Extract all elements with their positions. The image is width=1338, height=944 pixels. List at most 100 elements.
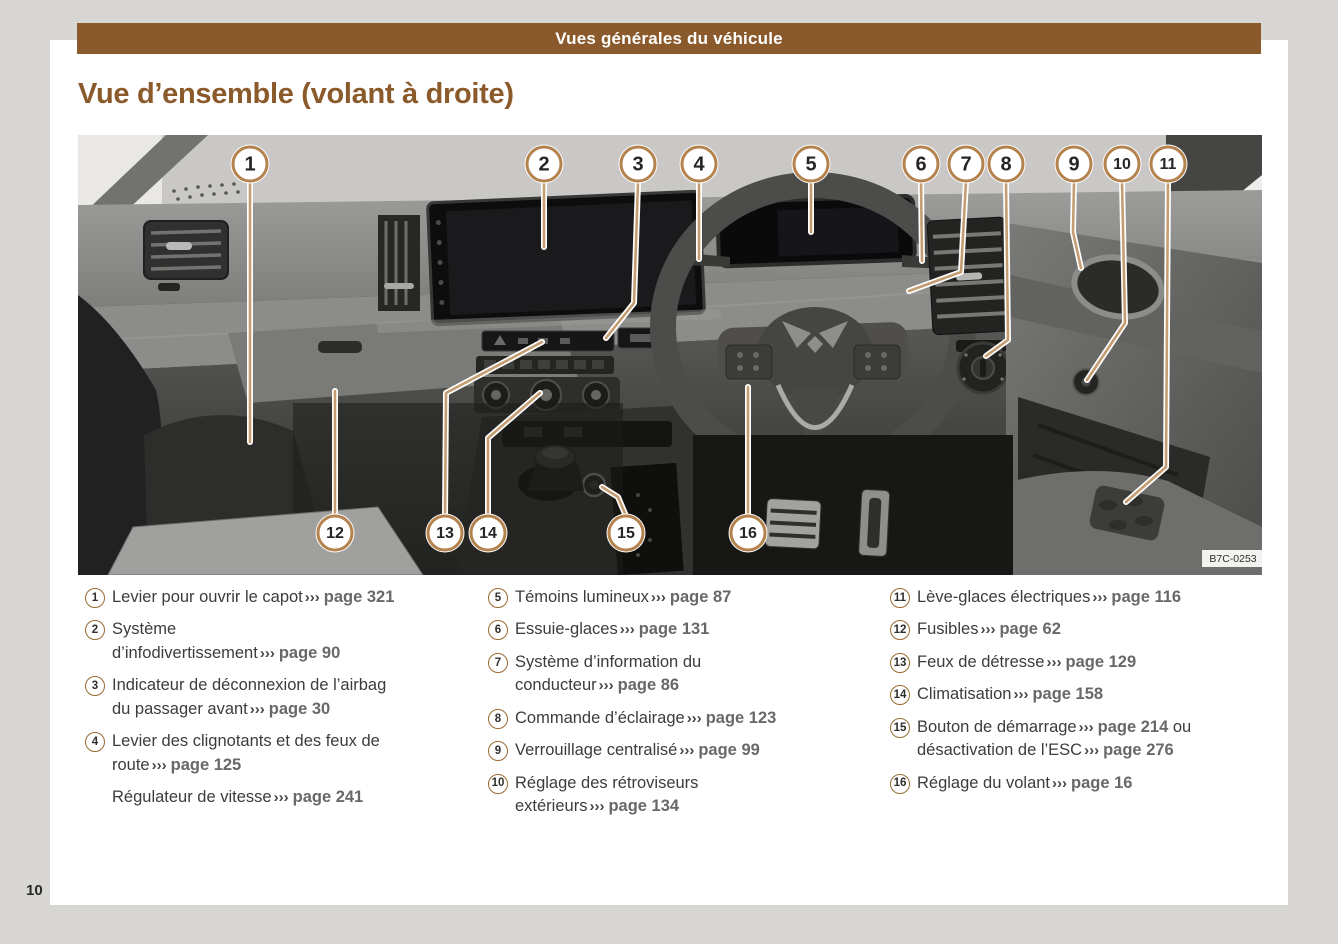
page-reference[interactable]: page 16 <box>1071 773 1133 792</box>
page-reference[interactable]: page 131 <box>638 620 710 639</box>
callout-number-badge: 5 <box>488 588 508 608</box>
leader-line-3 <box>604 181 640 340</box>
page-reference[interactable]: page 87 <box>669 588 732 606</box>
cross-reference-chevrons: ››› <box>1052 774 1068 792</box>
page-title: Vue d’ensemble (volant à droite) <box>78 78 514 110</box>
legend-item: 6 Essuie-glaces›››page 131 <box>488 618 790 641</box>
driver-air-vent <box>926 216 1012 336</box>
steering-wheel-buttons <box>725 344 901 380</box>
cross-reference-chevrons: ››› <box>619 621 635 639</box>
legend-label: Feux de détresse <box>917 652 1045 671</box>
instrument-cluster <box>715 193 917 269</box>
callout-number-8: 8 <box>1000 154 1011 176</box>
cross-reference-chevrons: ››› <box>304 589 320 606</box>
callout-number-7: 7 <box>960 154 971 176</box>
callout-circle-12 <box>316 514 354 552</box>
callout-number-badge: 12 <box>890 620 910 641</box>
callout-number-1: 1 <box>244 154 255 176</box>
cross-reference-chevrons: ››› <box>679 742 695 760</box>
legend-item: 10 Réglage des rétroviseurs extérieurs›››… <box>488 772 790 819</box>
callout-number-badge: 10 <box>488 773 508 794</box>
leader-line-6 <box>919 179 924 263</box>
callout-number-9: 9 <box>1068 154 1079 176</box>
legend-label: Levier des clignotants et des feux de ro… <box>112 732 380 774</box>
callout-circle-5 <box>792 145 830 183</box>
legend-label: Commande d’éclairage <box>515 708 685 727</box>
leader-line-7 <box>907 179 968 293</box>
cross-reference-chevrons: ››› <box>589 797 605 815</box>
callout-number-3: 3 <box>632 154 643 176</box>
leader-line-10 <box>1085 179 1127 382</box>
callout-circle-15 <box>607 514 645 552</box>
callout-number-6: 6 <box>915 154 926 176</box>
legend-label: Climatisation <box>917 685 1012 704</box>
glovebox-handle <box>318 341 362 353</box>
legend-label: Réglage des rétroviseurs extérieurs <box>515 773 699 815</box>
cross-reference-chevrons: ››› <box>259 644 275 662</box>
page-reference[interactable]: page 86 <box>617 676 680 695</box>
callout-circle-10 <box>1103 145 1141 183</box>
cross-reference-chevrons: ››› <box>650 589 666 606</box>
callout-circle-3 <box>619 145 657 183</box>
callout-number-13: 13 <box>436 525 454 542</box>
page-reference[interactable]: page 158 <box>1032 685 1104 704</box>
speaker-grille <box>172 182 240 201</box>
page-reference[interactable]: page 134 <box>608 796 680 815</box>
legend-item: 5 Témoins lumineux›››page 87 <box>488 586 790 609</box>
leader-line-14 <box>486 391 542 518</box>
leader-line-11 <box>1124 179 1170 504</box>
leader-line-15 <box>600 485 628 518</box>
page-reference[interactable]: page 90 <box>278 643 341 662</box>
callout-number-10: 10 <box>1113 156 1131 173</box>
document-page: Vues générales du véhicule Vue d’ensembl… <box>50 23 1288 905</box>
page-reference[interactable]: page 125 <box>170 755 242 774</box>
legend-label: Bouton de démarrage <box>917 717 1077 736</box>
passenger-air-vent <box>143 220 229 291</box>
page-reference[interactable]: page 62 <box>999 620 1061 639</box>
legend-label: Lève-glaces électriques <box>917 588 1091 606</box>
callout-number-4: 4 <box>693 154 705 176</box>
page-reference[interactable]: page 276 <box>1103 741 1174 760</box>
page-reference[interactable]: page 123 <box>705 708 777 727</box>
page-reference[interactable]: page 214 <box>1097 717 1169 736</box>
pedals <box>764 489 891 557</box>
callout-number-badge: 4 <box>85 732 105 753</box>
figure-code: B7C-0253 <box>1209 553 1256 565</box>
page-reference[interactable]: page 116 <box>1111 588 1182 606</box>
legend-label: Fusibles <box>917 620 979 639</box>
page-number: 10 <box>26 882 43 899</box>
leader-line-8 <box>984 180 1010 358</box>
page-reference[interactable]: page 30 <box>268 699 331 718</box>
figure-code-label: B7C-0253 <box>1202 550 1262 567</box>
cross-reference-chevrons: ››› <box>1092 589 1108 606</box>
cupra-logo <box>782 321 848 353</box>
callout-number-badge: 6 <box>488 620 508 641</box>
callout-number-badge: 7 <box>488 652 508 673</box>
legend-label: ou désactivation de l’ESC <box>917 717 1192 760</box>
page-reference[interactable]: page 321 <box>323 588 395 606</box>
callout-number-badge: 2 <box>85 620 105 641</box>
page-reference[interactable]: page 241 <box>292 787 364 806</box>
callout-circle-4 <box>680 145 718 183</box>
callout-number-14: 14 <box>479 525 497 542</box>
page-reference[interactable]: page 129 <box>1065 652 1137 671</box>
headlight-switch <box>956 341 1010 395</box>
page-reference[interactable]: page 99 <box>698 741 760 760</box>
legend-label: Témoins lumineux <box>515 588 649 606</box>
legend-label: Système d’information du conducteur <box>515 652 702 695</box>
legend-label: Réglage du volant <box>917 773 1051 792</box>
legend-label: Indicateur de déconnexion de l’airbag du… <box>112 676 387 718</box>
legend-label: Essuie-glaces <box>515 620 618 639</box>
callout-number-badge: 1 <box>85 588 105 608</box>
